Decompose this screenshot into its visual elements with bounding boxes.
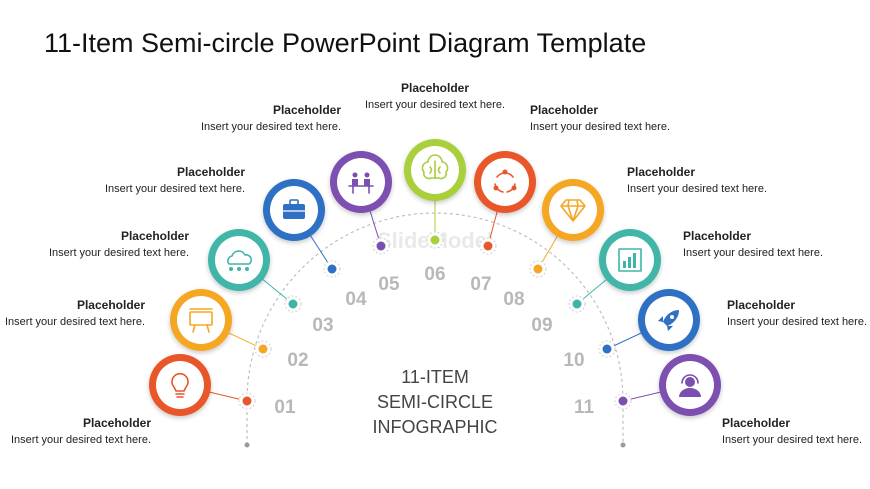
step-number: 01 [274, 397, 296, 418]
billboard-icon [189, 308, 213, 333]
item-circle [170, 289, 232, 351]
arc-node-dot [288, 299, 298, 309]
item-circle [659, 354, 721, 416]
step-number: 03 [312, 315, 333, 336]
diamond-icon [560, 199, 586, 222]
item-description: Insert your desired text here. [104, 183, 245, 195]
support-agent-icon [679, 374, 701, 397]
lightbulb-icon [171, 372, 189, 398]
step-number: 07 [470, 274, 491, 295]
item-description: Insert your desired text here. [364, 99, 505, 111]
cycle-icon [493, 169, 517, 193]
item-description: Insert your desired text here. [10, 434, 151, 446]
item-description: Insert your desired text here. [4, 316, 145, 328]
step-number: 05 [378, 274, 400, 295]
item-heading: Placeholder [627, 165, 696, 179]
arc-node-dot [258, 344, 268, 354]
item-description: Insert your desired text here. [530, 121, 671, 133]
item-heading: Placeholder [727, 298, 796, 312]
item-circle [404, 139, 466, 201]
step-number: 10 [563, 350, 584, 371]
arc-end-dot-right [620, 442, 626, 448]
item-heading: Placeholder [76, 298, 145, 312]
item-circle [149, 354, 211, 416]
bar-chart-icon [618, 248, 642, 272]
item-heading: Placeholder [82, 416, 151, 430]
item-description: Insert your desired text here. [627, 183, 768, 195]
arc-node-dot [327, 264, 337, 274]
briefcase-icon [283, 199, 305, 219]
item-circle [542, 179, 604, 241]
center-text-line-2: SEMI-CIRCLE [377, 392, 493, 412]
center-text-line-3: INFOGRAPHIC [372, 417, 497, 437]
step-number: 04 [345, 289, 367, 310]
brain-icon [421, 154, 449, 180]
item-heading: Placeholder [530, 103, 599, 117]
arc-node-dot [572, 299, 582, 309]
item-circle [330, 151, 392, 213]
arc-node-dot [618, 396, 628, 406]
center-text-line-1: 11-ITEM [401, 367, 469, 387]
arc-node-dot [376, 241, 386, 251]
meeting-icon [348, 172, 374, 194]
item-heading: Placeholder [400, 81, 470, 95]
arc-node-dot [533, 264, 543, 274]
item-circle [263, 179, 325, 241]
rocket-icon [658, 310, 679, 331]
arc-end-dot-left [244, 442, 250, 448]
step-number: 06 [424, 264, 445, 285]
item-heading: Placeholder [176, 165, 245, 179]
cloud-network-icon [227, 250, 252, 271]
step-number: 09 [531, 315, 552, 336]
item-heading: Placeholder [722, 416, 791, 430]
item-description: Insert your desired text here. [683, 247, 824, 259]
step-number: 02 [287, 350, 308, 371]
item-heading: Placeholder [683, 229, 752, 243]
item-circle [208, 229, 270, 291]
item-heading: Placeholder [120, 229, 189, 243]
arc-node-dot [483, 241, 493, 251]
arc-node-dot [242, 396, 252, 406]
item-description: Insert your desired text here. [722, 434, 863, 446]
semicircle-arc [246, 212, 624, 445]
item-description: Insert your desired text here. [48, 247, 189, 259]
slide-title: 11-Item Semi-circle PowerPoint Diagram T… [44, 28, 647, 58]
step-number: 11 [574, 397, 595, 418]
item-circle [599, 229, 661, 291]
arc-node-dot [602, 344, 612, 354]
item-description: Insert your desired text here. [727, 316, 868, 328]
arc-node-dot [430, 235, 440, 245]
item-description: Insert your desired text here. [200, 121, 341, 133]
item-heading: Placeholder [272, 103, 341, 117]
item-circle [474, 151, 536, 213]
item-circle [638, 289, 700, 351]
step-number: 08 [503, 289, 524, 310]
